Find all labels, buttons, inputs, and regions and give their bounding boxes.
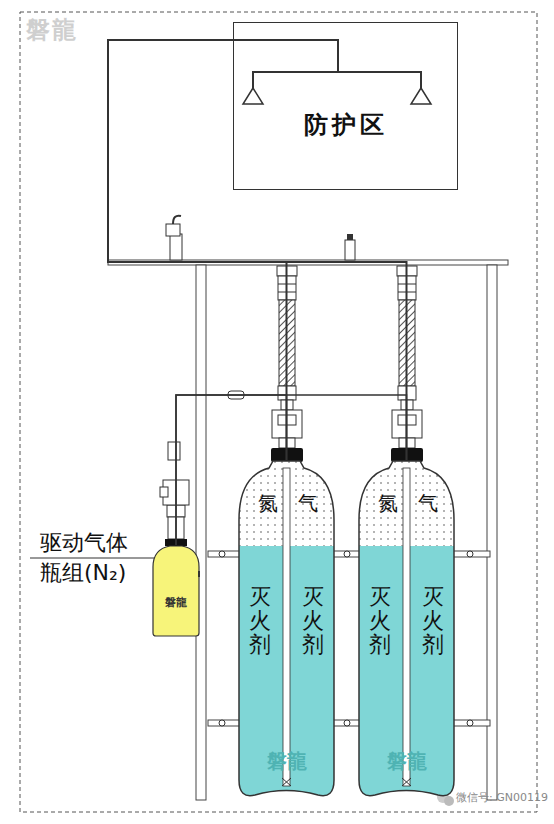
bottle-outline	[152, 545, 200, 637]
agent-cylinder: 氮气灭火剂 灭火剂磐龍	[358, 460, 455, 800]
cylinder-text: 灭火剂	[369, 585, 391, 658]
bottle-mark: 磐龍	[152, 595, 200, 610]
cylinder-text: 灭火剂	[422, 585, 444, 658]
agent-cylinder: 氮气灭火剂 灭火剂磐龍	[238, 460, 335, 800]
cylinder-text: 灭火剂	[249, 585, 271, 658]
area-title: 防护区	[234, 109, 457, 141]
discharge-pipe	[108, 40, 407, 460]
driver-gas-bottle: 磐龍	[152, 545, 200, 637]
callout-label: 驱动气体 瓶组(N₂)	[40, 528, 144, 588]
cylinder-text: 磐龍	[238, 748, 335, 775]
cylinder-text: 氮气	[238, 490, 335, 517]
protected-area: 防护区	[233, 22, 458, 190]
discharge-pipe	[108, 40, 287, 460]
cylinder-text: 灭火剂	[302, 585, 324, 658]
cylinder-text: 氮气	[358, 490, 455, 517]
cylinder-text: 磐龍	[358, 748, 455, 775]
watermark: 磐龍	[26, 14, 78, 46]
watermark: 微信号: GN00119	[456, 790, 548, 805]
